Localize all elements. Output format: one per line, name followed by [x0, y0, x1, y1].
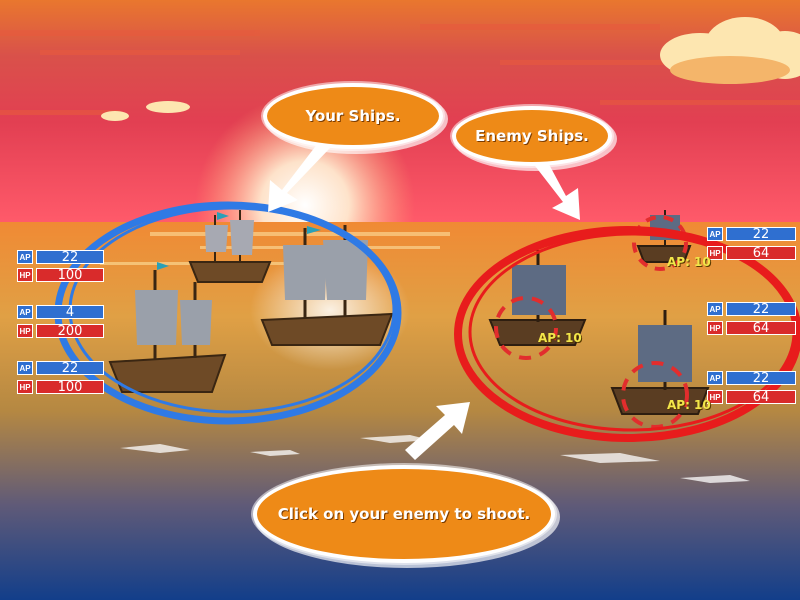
ap-badge: AP [17, 305, 33, 319]
enemy-ship-2-target-label: AP: 10 [538, 331, 582, 345]
hp-value: 64 [726, 246, 796, 261]
hp-value: 100 [36, 380, 104, 395]
hp-value: 64 [726, 390, 796, 405]
click-hint-label: Click on your enemy to shoot. [277, 505, 531, 523]
hp-value: 200 [36, 324, 104, 339]
arrow-to-player-ships [268, 143, 330, 212]
enemy-ship-3[interactable] [610, 310, 710, 429]
enemy-ship-3-target-label: AP: 10 [667, 398, 711, 412]
enemy-ship-2-ap: AP 22 [707, 302, 796, 317]
enemy-ship-1-target-label: AP: 10 [667, 255, 711, 269]
enemy-ship-3-hp: HP 64 [707, 390, 796, 405]
ap-badge: AP [707, 227, 723, 241]
enemy-ship-2[interactable] [488, 250, 587, 360]
player-ship-2-hp: HP 200 [17, 324, 104, 339]
hp-badge: HP [17, 380, 33, 394]
ap-value: 22 [726, 371, 796, 386]
player-ship-small[interactable] [188, 210, 272, 283]
enemy-ship-3-ap: AP 22 [707, 371, 796, 386]
ap-value: 22 [726, 227, 796, 242]
hp-badge: HP [707, 390, 723, 404]
ap-value: 22 [36, 250, 104, 265]
click-hint-bubble: Click on your enemy to shoot. [253, 465, 555, 563]
enemy-ship-1-ap: AP 22 [707, 227, 796, 242]
hp-badge: HP [17, 324, 33, 338]
player-ship-1-hp: HP 100 [17, 268, 104, 283]
ap-value: 22 [36, 361, 104, 376]
hp-value: 100 [36, 268, 104, 283]
arrow-to-enemy-ships [532, 155, 580, 220]
arrow-to-enemy-from-hint [405, 402, 470, 460]
your-ships-bubble: Your Ships. [263, 83, 443, 149]
player-ship-flagship[interactable] [260, 225, 394, 346]
enemy-ships-label: Enemy Ships. [475, 127, 589, 145]
enemy-ship-2-hp: HP 64 [707, 321, 796, 336]
enemy-ships-bubble: Enemy Ships. [452, 106, 612, 166]
ap-badge: AP [17, 250, 33, 264]
ap-badge: AP [17, 361, 33, 375]
enemy-ship-1-hp: HP 64 [707, 246, 796, 261]
player-ship-3-hp: HP 100 [17, 380, 104, 395]
hp-badge: HP [707, 246, 723, 260]
player-ship-2-ap: AP 4 [17, 305, 104, 320]
cloud [101, 17, 800, 121]
ap-value: 4 [36, 305, 104, 320]
ap-value: 22 [726, 302, 796, 317]
hp-badge: HP [707, 321, 723, 335]
player-ship-large[interactable] [108, 262, 227, 393]
ap-badge: AP [707, 302, 723, 316]
player-ship-3-ap: AP 22 [17, 361, 104, 376]
hp-badge: HP [17, 268, 33, 282]
your-ships-label: Your Ships. [305, 107, 401, 125]
ap-badge: AP [707, 371, 723, 385]
player-ship-1-ap: AP 22 [17, 250, 104, 265]
hp-value: 64 [726, 321, 796, 336]
